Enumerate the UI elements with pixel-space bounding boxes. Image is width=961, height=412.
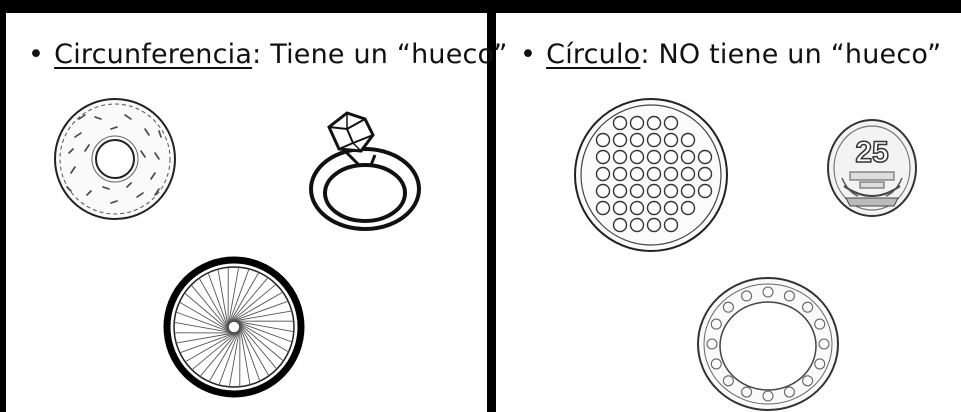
center-divider — [487, 0, 496, 412]
bullet: • — [520, 39, 537, 70]
panel-circulo: • Círculo: NO tiene un “hueco” 25 — [496, 13, 961, 412]
left-border — [0, 0, 6, 412]
left-illustrations — [54, 98, 421, 398]
heading-rest: : NO tiene un “hueco” — [640, 39, 942, 70]
bullet: • — [28, 39, 45, 70]
panel-circunferencia: • Circunferencia: Tiene un “hueco” — [6, 13, 507, 412]
term-circunferencia: Circunferencia — [54, 39, 253, 70]
bicycle-wheel-icon — [163, 256, 305, 398]
heading-circunferencia: • Circunferencia: Tiene un “hueco” — [28, 39, 508, 70]
donut-icon — [54, 98, 176, 220]
plate-icon — [697, 277, 839, 411]
coin-icon: 25 — [827, 119, 917, 217]
pizza-icon — [574, 98, 728, 252]
ring-icon — [309, 111, 421, 231]
right-illustrations: 25 — [574, 98, 917, 411]
heading-rest: : Tiene un “hueco” — [252, 39, 508, 70]
top-border — [0, 0, 961, 13]
coin-value: 25 — [855, 136, 888, 169]
heading-circulo: • Círculo: NO tiene un “hueco” — [520, 39, 941, 70]
term-circulo: Círculo — [546, 39, 641, 70]
